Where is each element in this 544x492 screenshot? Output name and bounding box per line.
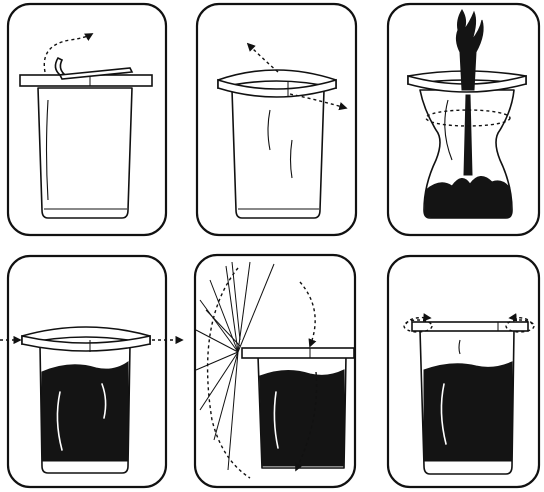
- bag-folding: [258, 356, 346, 468]
- step-2-pull-open-panel: [197, 4, 356, 235]
- step-6-twist-ends-panel: [388, 256, 539, 487]
- step-4-close-wire-panel: [0, 256, 182, 487]
- closure-sealed: [412, 322, 528, 331]
- bag-open: [232, 90, 324, 218]
- step-5-fold-down-panel: [195, 255, 355, 487]
- step-1-tear-strip-panel: [8, 4, 166, 235]
- closure-folding: [242, 348, 354, 358]
- bag-empty: [38, 88, 132, 218]
- step-3-fill-sample-panel: [388, 4, 539, 235]
- bag-sealed: [420, 330, 514, 474]
- bag-filled: [40, 345, 130, 473]
